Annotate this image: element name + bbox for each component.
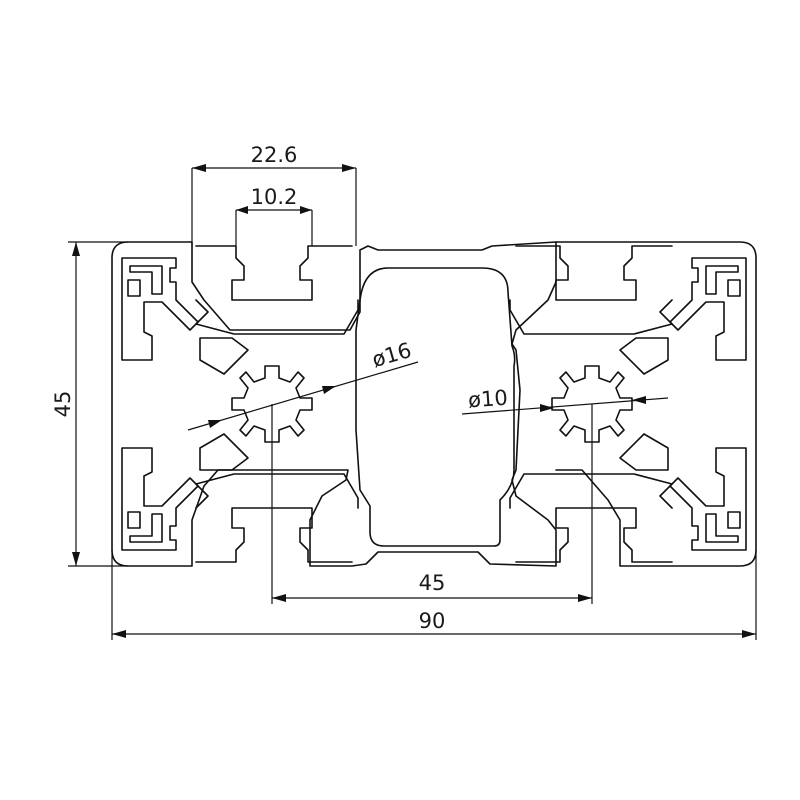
tslot-pocket-top-left bbox=[121, 257, 199, 361]
slot-top-right bbox=[509, 245, 673, 335]
dim-bore-inner: ø10 bbox=[461, 386, 669, 415]
dim-slot-inner: 10.2 bbox=[235, 185, 313, 246]
dim-width: 90 bbox=[111, 550, 757, 640]
slot-bottom-left bbox=[195, 473, 359, 563]
tslot-pocket-top-right bbox=[669, 257, 747, 361]
tslot-pocket-bottom-left bbox=[121, 447, 199, 551]
dim-height: 45 bbox=[51, 241, 128, 567]
slot-top-left bbox=[195, 245, 359, 335]
dim-slot-outer: 22.6 bbox=[191, 143, 357, 246]
dim-bore-outer-label: ø16 bbox=[369, 338, 414, 372]
outer-contour bbox=[111, 241, 557, 567]
dim-center-distance: 45 bbox=[271, 404, 593, 604]
dim-bore-inner-label: ø10 bbox=[467, 386, 508, 413]
dim-center-distance-label: 45 bbox=[419, 571, 446, 595]
dim-bore-outer: ø16 bbox=[187, 338, 419, 431]
tslot-pocket-bottom-right bbox=[669, 447, 747, 551]
profile-outline bbox=[111, 241, 757, 567]
central-chamber bbox=[355, 267, 516, 547]
dim-slot-inner-label: 10.2 bbox=[251, 185, 298, 209]
dim-width-label: 90 bbox=[419, 609, 446, 633]
dim-slot-outer-label: 22.6 bbox=[251, 143, 298, 167]
dim-height-label: 45 bbox=[51, 391, 75, 418]
inner-webs bbox=[199, 337, 669, 471]
slot-bottom-right bbox=[509, 473, 673, 563]
